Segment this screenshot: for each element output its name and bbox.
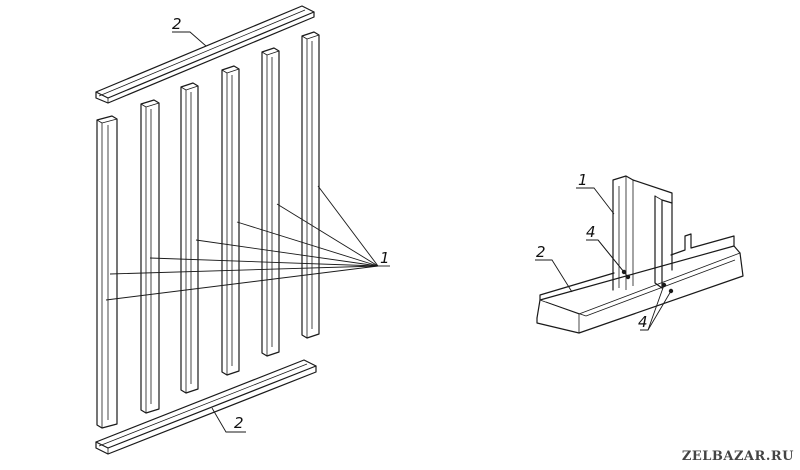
detail-rail-leader — [535, 259, 573, 293]
callout-fastener-lower: 4 — [638, 313, 648, 331]
callout-top-rail: 2 — [172, 15, 182, 33]
detail-stud — [612, 175, 673, 291]
stud-6 — [301, 31, 320, 339]
stud-1 — [96, 115, 118, 429]
bottom-rail-leader — [211, 407, 246, 433]
stud-leader-lines — [105, 185, 390, 301]
stud-3 — [180, 82, 199, 394]
detail-stud-leader — [576, 187, 615, 215]
stud-5 — [261, 47, 280, 357]
bottom-guide-rail — [95, 359, 317, 455]
callout-bottom-rail: 2 — [234, 414, 244, 432]
detail-guide-rail — [536, 233, 744, 334]
callout-studs: 1 — [380, 249, 390, 267]
stud-2 — [140, 99, 160, 414]
top-guide-rail — [95, 5, 315, 104]
watermark-text: ZELBAZAR.RU — [681, 449, 794, 464]
fastener-upper-leader — [586, 239, 629, 278]
stud-4 — [221, 65, 240, 376]
callout-detail-rail: 2 — [536, 243, 546, 261]
fastener-lower-leader — [640, 284, 672, 331]
callout-fastener-upper: 4 — [586, 223, 596, 241]
callout-detail-stud: 1 — [578, 171, 588, 189]
top-rail-leader — [172, 31, 207, 47]
